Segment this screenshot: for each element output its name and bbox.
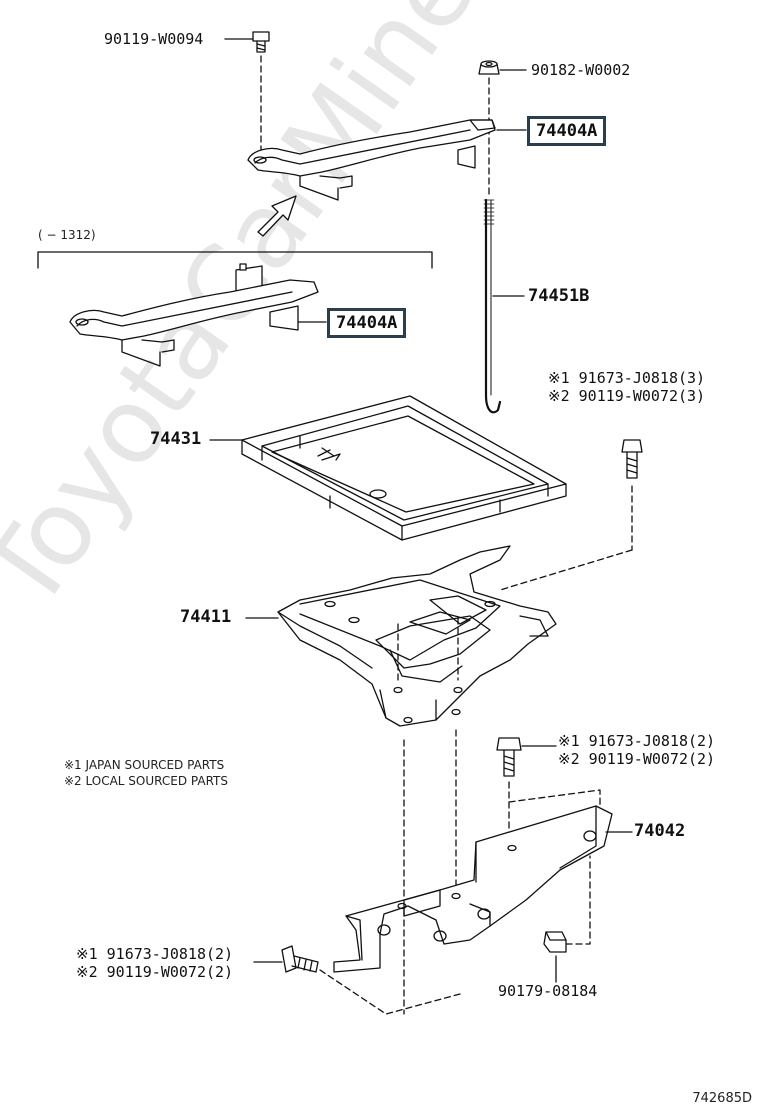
battery-tray xyxy=(241,395,567,541)
callout-carrier: 74411 xyxy=(180,607,232,627)
callout-date-range: ( − 1312) xyxy=(38,228,96,242)
callout-support: 74042 xyxy=(634,821,686,841)
callout-bracket-upper: 74404A xyxy=(527,116,607,146)
callout-bolt-right-line1: ※1 91673-J0818(3) xyxy=(548,369,706,387)
callout-bolt-right-line2: ※2 90119-W0072(3) xyxy=(548,387,706,405)
nut-icon-top xyxy=(478,60,500,75)
battery-support-bracket xyxy=(333,805,613,973)
bolt-icon-left xyxy=(281,945,319,973)
callout-tray: 74431 xyxy=(150,429,202,449)
callout-rod: 74451B xyxy=(528,286,590,306)
callout-bracket-lower: 74404A xyxy=(327,308,407,338)
callout-bolt-mid-line1: ※1 91673-J0818(2) xyxy=(558,732,716,750)
direction-arrow-icon xyxy=(257,195,297,237)
callout-bolt-top: 90119-W0094 xyxy=(104,30,204,48)
nut-icon-bottom xyxy=(543,931,567,953)
hold-down-rod xyxy=(483,198,502,414)
callout-nut-bottom: 90179-08184 xyxy=(498,982,598,1000)
bolt-icon-mid xyxy=(496,737,522,777)
bolt-icon-right xyxy=(621,439,643,479)
callout-bolt-left-line2: ※2 90119-W0072(2) xyxy=(76,963,234,981)
callout-bolt-mid-line2: ※2 90119-W0072(2) xyxy=(558,750,716,768)
note-japan-sourced: ※1 JAPAN SOURCED PARTS xyxy=(64,758,225,772)
note-local-sourced: ※2 LOCAL SOURCED PARTS xyxy=(64,774,228,788)
battery-carrier xyxy=(277,545,557,727)
clamp-bracket-upper xyxy=(247,119,496,201)
variant-bracket-line xyxy=(37,251,433,269)
callout-nut-top: 90182-W0002 xyxy=(531,61,631,79)
clamp-bracket-lower xyxy=(69,263,319,367)
callout-bolt-left-line1: ※1 91673-J0818(2) xyxy=(76,945,234,963)
drawing-code: 742685D xyxy=(692,1091,752,1106)
bolt-icon-top xyxy=(252,31,270,53)
